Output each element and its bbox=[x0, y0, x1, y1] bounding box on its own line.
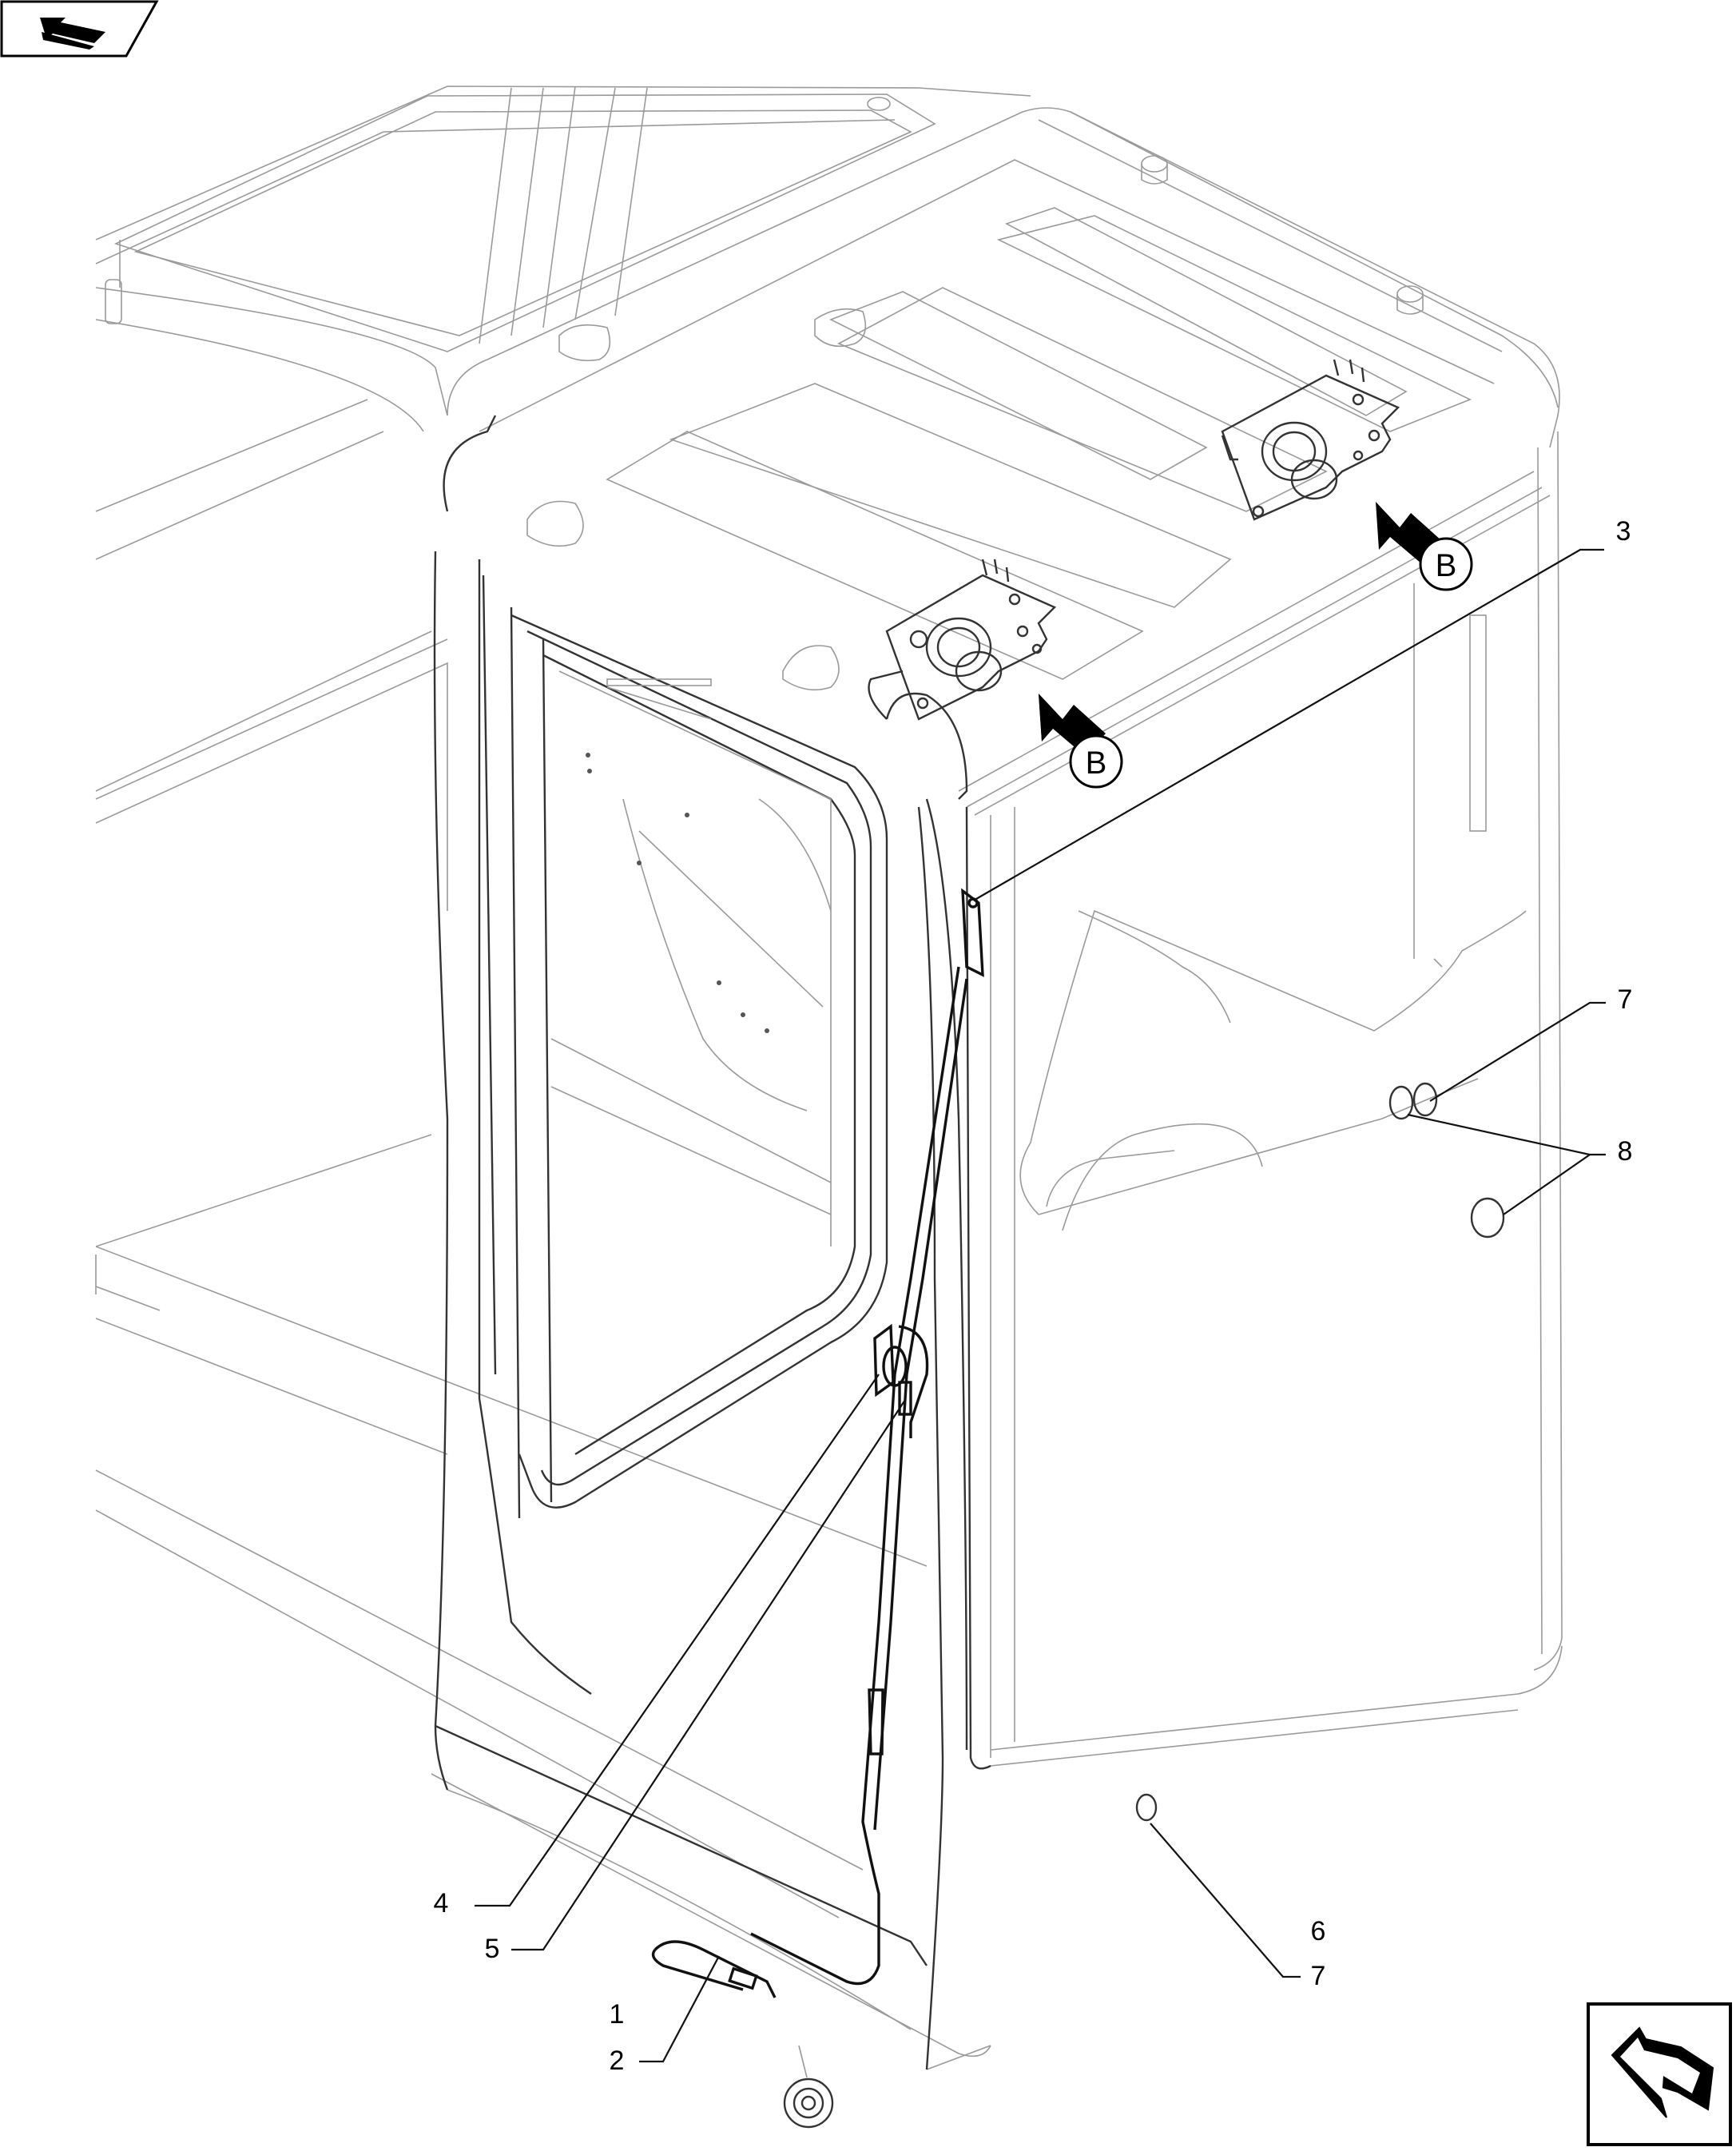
callout-4: 4 bbox=[434, 1888, 449, 1918]
view-marker-b-right: B bbox=[1419, 537, 1473, 591]
callout-7-top: 7 bbox=[1618, 984, 1633, 1015]
leader-lines bbox=[475, 548, 1606, 2063]
callout-2: 2 bbox=[610, 2046, 625, 2076]
plug-grommets bbox=[1135, 1082, 1505, 1822]
view-marker-label: B bbox=[1086, 745, 1107, 781]
speaker-right bbox=[1221, 359, 1400, 521]
callout-3: 3 bbox=[1616, 516, 1631, 547]
previous-page-arrow-icon[interactable] bbox=[0, 0, 159, 58]
speaker-left bbox=[885, 559, 1057, 721]
view-marker-label: B bbox=[1436, 548, 1457, 583]
callout-1: 1 bbox=[610, 1999, 625, 2030]
callout-5: 5 bbox=[485, 1934, 500, 1964]
callout-labels: 3 7 8 4 5 1 2 6 7 bbox=[434, 516, 1633, 2076]
cab-body-outline bbox=[95, 85, 1563, 2070]
callout-8: 8 bbox=[1618, 1136, 1633, 1167]
callout-7-bottom: 7 bbox=[1311, 1961, 1326, 1991]
view-marker-b-left: B bbox=[1069, 734, 1123, 789]
cab-door-frame bbox=[433, 415, 991, 2070]
callout-6: 6 bbox=[1311, 1916, 1326, 1946]
antenna-cable-assembly bbox=[651, 888, 984, 2129]
next-page-arrow-icon[interactable] bbox=[1587, 2002, 1732, 2146]
